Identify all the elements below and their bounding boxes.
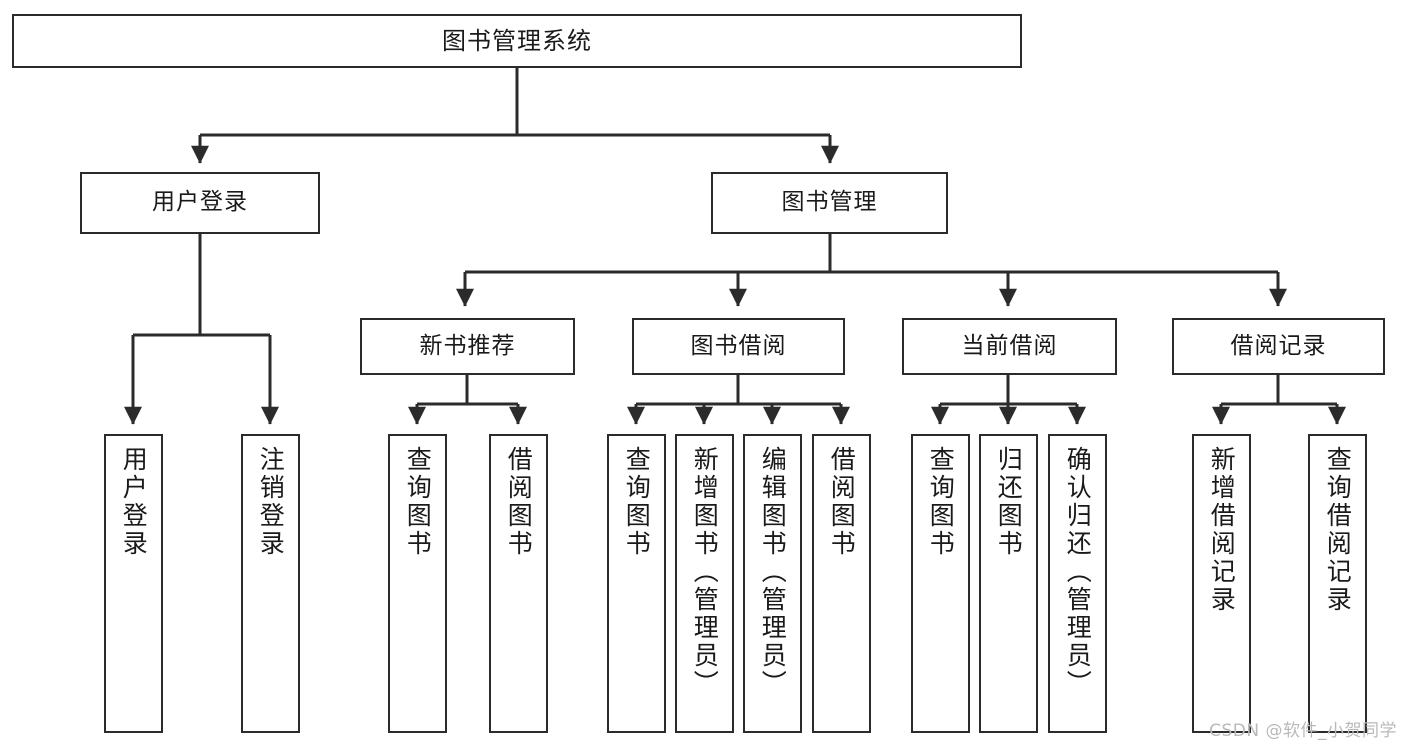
- node-label: 新书推荐: [419, 332, 516, 359]
- leaf-current-borrow-query[interactable]: 查询图书: [911, 434, 970, 733]
- leaf-label: 注销登录: [256, 446, 286, 558]
- leaf-current-borrow-confirm[interactable]: 确认归还（管理员）: [1048, 434, 1107, 733]
- leaf-label: 归还图书: [994, 446, 1024, 558]
- node-current-borrow[interactable]: 当前借阅: [902, 318, 1117, 375]
- leaf-new-book-borrow[interactable]: 借阅图书: [489, 434, 548, 733]
- leaf-new-book-query[interactable]: 查询图书: [388, 434, 447, 733]
- node-label: 用户登录: [152, 189, 248, 216]
- node-label: 当前借阅: [961, 332, 1058, 359]
- leaf-book-borrow-edit[interactable]: 编辑图书（管理员）: [743, 434, 802, 733]
- leaf-label: 新增借阅记录: [1207, 446, 1237, 614]
- leaf-book-borrow-query[interactable]: 查询图书: [607, 434, 666, 733]
- node-user-login[interactable]: 用户登录: [80, 172, 320, 234]
- leaf-label: 查询借阅记录: [1323, 446, 1353, 614]
- node-new-book-recommend[interactable]: 新书推荐: [360, 318, 575, 375]
- leaf-label: 借阅图书: [827, 446, 857, 558]
- leaf-book-borrow-borrow[interactable]: 借阅图书: [812, 434, 871, 733]
- node-borrow-record[interactable]: 借阅记录: [1172, 318, 1385, 375]
- leaf-borrow-record-query[interactable]: 查询借阅记录: [1308, 434, 1367, 733]
- leaf-user-login-login[interactable]: 用户登录: [104, 434, 163, 733]
- node-label: 借阅记录: [1230, 332, 1327, 359]
- leaf-label: 借阅图书: [504, 446, 534, 558]
- node-label: 图书管理: [781, 189, 878, 216]
- leaf-current-borrow-return[interactable]: 归还图书: [979, 434, 1038, 733]
- leaf-borrow-record-add[interactable]: 新增借阅记录: [1192, 434, 1251, 733]
- leaf-label: 确认归还（管理员）: [1063, 446, 1093, 698]
- leaf-label: 编辑图书（管理员）: [758, 446, 788, 698]
- node-book-management[interactable]: 图书管理: [711, 172, 948, 234]
- csdn-watermark: CSDN @软件_小贺同学: [1209, 721, 1397, 741]
- leaf-label: 查询图书: [926, 446, 956, 558]
- node-book-borrow[interactable]: 图书借阅: [632, 318, 845, 375]
- leaf-label: 用户登录: [119, 446, 149, 558]
- leaf-label: 查询图书: [403, 446, 433, 558]
- leaf-user-login-logout[interactable]: 注销登录: [241, 434, 300, 733]
- leaf-label: 查询图书: [622, 446, 652, 558]
- node-label: 图书借阅: [690, 332, 787, 359]
- node-root-system[interactable]: 图书管理系统: [12, 14, 1022, 68]
- leaf-book-borrow-add[interactable]: 新增图书（管理员）: [675, 434, 734, 733]
- node-label: 图书管理系统: [442, 26, 592, 55]
- leaf-label: 新增图书（管理员）: [690, 446, 720, 698]
